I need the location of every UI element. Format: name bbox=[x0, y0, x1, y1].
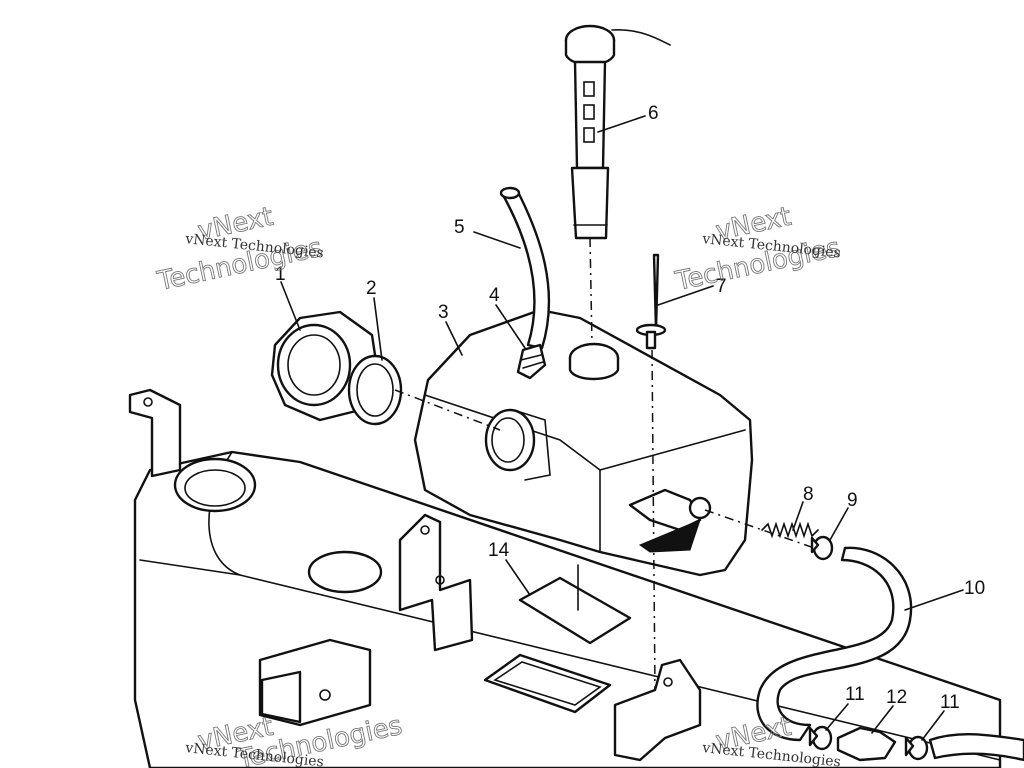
callout-4: 4 bbox=[489, 285, 500, 306]
spring bbox=[761, 521, 819, 539]
fuel-hose bbox=[756, 546, 913, 742]
vent-rod bbox=[635, 253, 667, 350]
watermark-left: vNext Technologies vNext Technologies bbox=[154, 201, 325, 297]
inline-filter bbox=[836, 726, 897, 762]
fuel-hose-tail bbox=[928, 733, 1024, 762]
clamp-11-right bbox=[904, 735, 929, 761]
callout-1: 1 bbox=[275, 264, 286, 285]
cap-gasket bbox=[347, 354, 403, 426]
callout-12: 12 bbox=[886, 687, 907, 708]
callout-5: 5 bbox=[454, 217, 465, 238]
callout-9: 9 bbox=[847, 490, 858, 511]
callout-6: 6 bbox=[648, 103, 659, 124]
callout-3: 3 bbox=[438, 302, 449, 323]
callout-7: 7 bbox=[716, 276, 727, 297]
clamp-9 bbox=[810, 535, 834, 561]
callout-2: 2 bbox=[366, 278, 377, 299]
callout-8: 8 bbox=[803, 484, 814, 505]
watermark-right: vNext Technologies vNext Technologies bbox=[672, 201, 843, 297]
callout-11-right: 11 bbox=[940, 692, 960, 713]
callout-11-left: 11 bbox=[845, 684, 865, 705]
fuel-gauge bbox=[564, 24, 671, 240]
vent-hose bbox=[499, 186, 551, 350]
callout-numbers: 1 2 3 4 5 6 7 8 9 10 11 12 11 14 bbox=[275, 103, 985, 713]
callout-14: 14 bbox=[488, 540, 510, 561]
leader-lines bbox=[280, 115, 964, 741]
part-14-pad bbox=[518, 564, 632, 645]
assembly-centerline bbox=[394, 237, 821, 691]
clamp-11-left bbox=[808, 725, 833, 751]
fuel-tank bbox=[413, 308, 754, 577]
callout-10: 10 bbox=[964, 578, 985, 599]
vent-fitting bbox=[516, 343, 547, 380]
